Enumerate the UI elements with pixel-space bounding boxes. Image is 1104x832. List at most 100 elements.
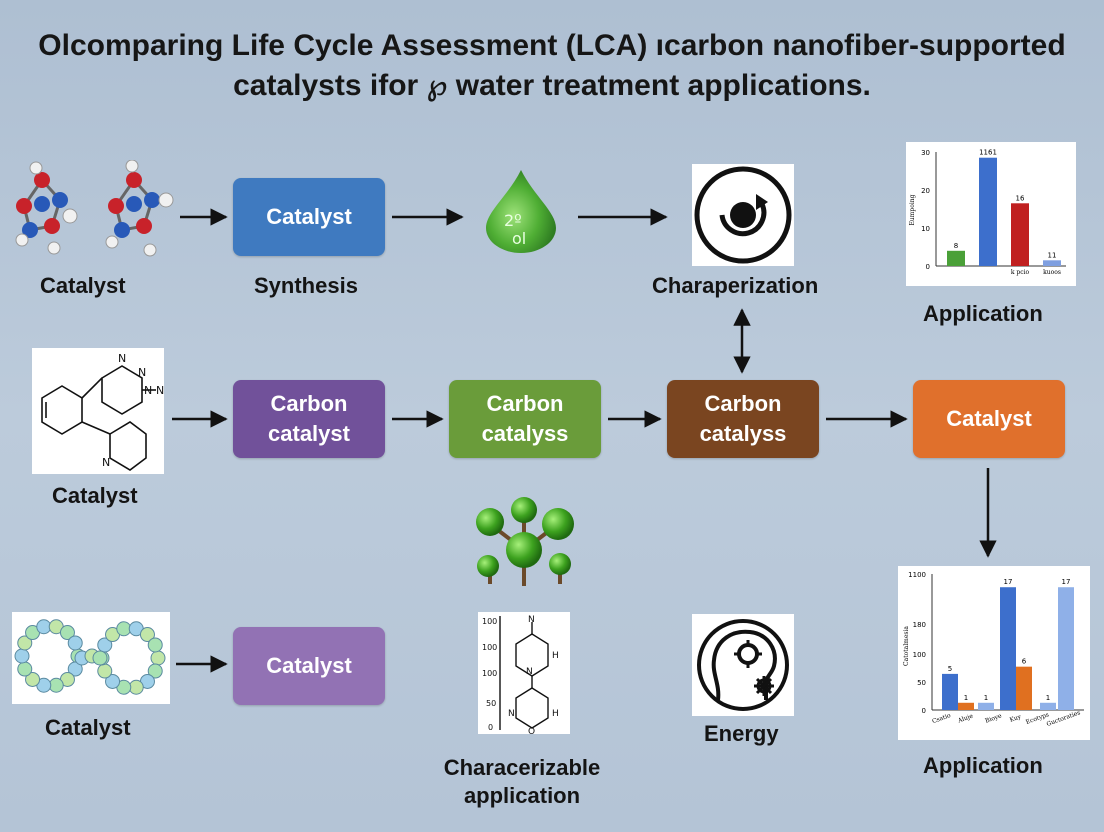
chain-bead xyxy=(97,637,113,653)
chain-bead xyxy=(17,635,33,651)
chain-bead xyxy=(67,661,83,677)
struct-ytick-1: 100 xyxy=(482,617,497,626)
droplet-text-1: 2º xyxy=(504,211,522,230)
chart1-bar xyxy=(979,157,997,266)
struct-atom-6: O xyxy=(528,727,535,734)
row2-box1-line2: catalyst xyxy=(268,421,350,446)
chart1-bar xyxy=(947,250,965,266)
droplet-text-2: ol xyxy=(512,229,526,248)
struct-atom-4: N xyxy=(508,709,515,719)
struct-atom-2: N xyxy=(526,667,533,677)
struct-atom-1: N xyxy=(528,615,535,625)
row2-catalyst-box-orange: Catalyst xyxy=(913,380,1065,458)
chart1-xtick: k pcio xyxy=(1011,269,1030,276)
chart1-bar xyxy=(1011,203,1029,266)
chart2-bar xyxy=(1000,587,1016,710)
row2-carbon-catalyst-box: Carbon catalyst xyxy=(233,380,385,458)
chart1-bar-label: 16 xyxy=(1016,194,1025,202)
refresh-target-icon xyxy=(694,166,792,264)
synthesis-label: Synthesis xyxy=(254,273,358,298)
chain-bead xyxy=(139,627,155,643)
chart2-ytick: 0 xyxy=(922,707,926,715)
chain-bead xyxy=(116,621,132,637)
chain-bead xyxy=(59,625,75,641)
characterization-panel xyxy=(692,164,794,266)
chart2-ytick: 100 xyxy=(913,651,926,659)
chain-bead xyxy=(150,650,166,666)
struct-ytick-2: 100 xyxy=(482,643,497,652)
chart2-xtick: Guctoraties xyxy=(1046,709,1082,728)
chain-bead xyxy=(147,663,163,679)
row1-catalyst-box: Catalyst xyxy=(233,178,385,256)
row3-catalyst-box: Catalyst xyxy=(233,627,385,705)
row2-box3-line1: Carbon xyxy=(704,391,782,416)
chain-bead xyxy=(105,673,121,689)
chart2-ytick: 1100 xyxy=(908,571,926,579)
row2-box1-line1: Carbon xyxy=(270,391,348,416)
chart1-ylabel: Eumpoing xyxy=(909,194,916,225)
chart2-bar-label: 1 xyxy=(1046,694,1050,702)
chart1-bar-label: 1161 xyxy=(979,149,997,157)
chart2-bar xyxy=(958,702,974,710)
chart1-ytick: 20 xyxy=(921,187,930,195)
struct-ytick-5: 0 xyxy=(488,723,493,732)
title-line-2: catalysts ifor ℘ water treatment applica… xyxy=(233,69,871,102)
structure-panel-a: N N N N N xyxy=(32,348,164,474)
row2-structure-label: Catalyst xyxy=(52,483,138,508)
energy-label: Energy xyxy=(704,721,779,746)
row3-structure-label-line1: Characerizable xyxy=(443,755,601,780)
chain-bead xyxy=(147,637,163,653)
row1-catalyst-box-label: Catalyst xyxy=(266,204,352,229)
molecule-left xyxy=(15,161,78,255)
characterization-label: Charaperization xyxy=(652,273,819,298)
row3-application-label: Application xyxy=(923,753,1043,778)
chart2-xtick: Kuy xyxy=(1009,713,1023,724)
chart2-bar-label: 5 xyxy=(948,665,952,673)
bead-chain-icon xyxy=(14,619,166,695)
chain-bead xyxy=(14,648,30,664)
chart1-ytick: 30 xyxy=(921,149,930,157)
row2-carbon-catalyss-box-green: Carbon catalyss xyxy=(449,380,601,458)
chart2-bar-label: 17 xyxy=(1004,578,1013,586)
atom-n-4: N xyxy=(156,384,164,397)
chart2-ytick: 180 xyxy=(913,621,926,629)
chart2-bar xyxy=(1016,666,1032,710)
chain-bead xyxy=(92,650,108,666)
molecule-right xyxy=(105,160,174,257)
row3-structure-label-line2: application xyxy=(463,783,581,808)
chart2-bar-label: 17 xyxy=(1062,578,1071,586)
row1-molecule-label: Catalyst xyxy=(40,273,126,298)
chart1-bar-label: 11 xyxy=(1048,251,1057,259)
row3-structure-label: Characerizable application xyxy=(438,754,606,810)
atom-n-1: N xyxy=(118,352,126,365)
chart2-xtick: Bioye xyxy=(984,712,1003,725)
chain-bead xyxy=(17,661,33,677)
row2-box3-line2: catalyss xyxy=(699,421,787,446)
chart1-ytick: 0 xyxy=(926,263,930,271)
chain-bead xyxy=(97,663,113,679)
chain-bead xyxy=(48,677,64,693)
title-line-1: Olcomparing Life Cycle Assessment (LCA) … xyxy=(38,29,1066,62)
chain-bead xyxy=(67,635,83,651)
chain-bead xyxy=(25,671,41,687)
chart2-bar xyxy=(978,702,994,710)
structure-panel-b: 100 100 100 50 0 N N H N H O xyxy=(478,612,570,737)
chart1-bar-label: 8 xyxy=(954,242,958,250)
row1-application-label: Application xyxy=(923,301,1043,326)
energy-panel xyxy=(692,614,794,716)
struct-ytick-4: 50 xyxy=(486,699,496,708)
molecule-icon xyxy=(15,160,174,257)
chart2-bar xyxy=(942,673,958,710)
row3-catalyst-box-label: Catalyst xyxy=(266,653,352,678)
chart2-ytick: 50 xyxy=(917,679,926,687)
chart1-xtick: kuoos xyxy=(1043,269,1061,276)
chart2-bar xyxy=(1058,587,1074,710)
row3-chain-label: Catalyst xyxy=(45,715,131,740)
chart1-bar xyxy=(1043,260,1061,266)
atom-n-5: N xyxy=(102,456,110,469)
chain-panel xyxy=(12,612,170,704)
row2-box2-line2: catalyss xyxy=(481,421,569,446)
